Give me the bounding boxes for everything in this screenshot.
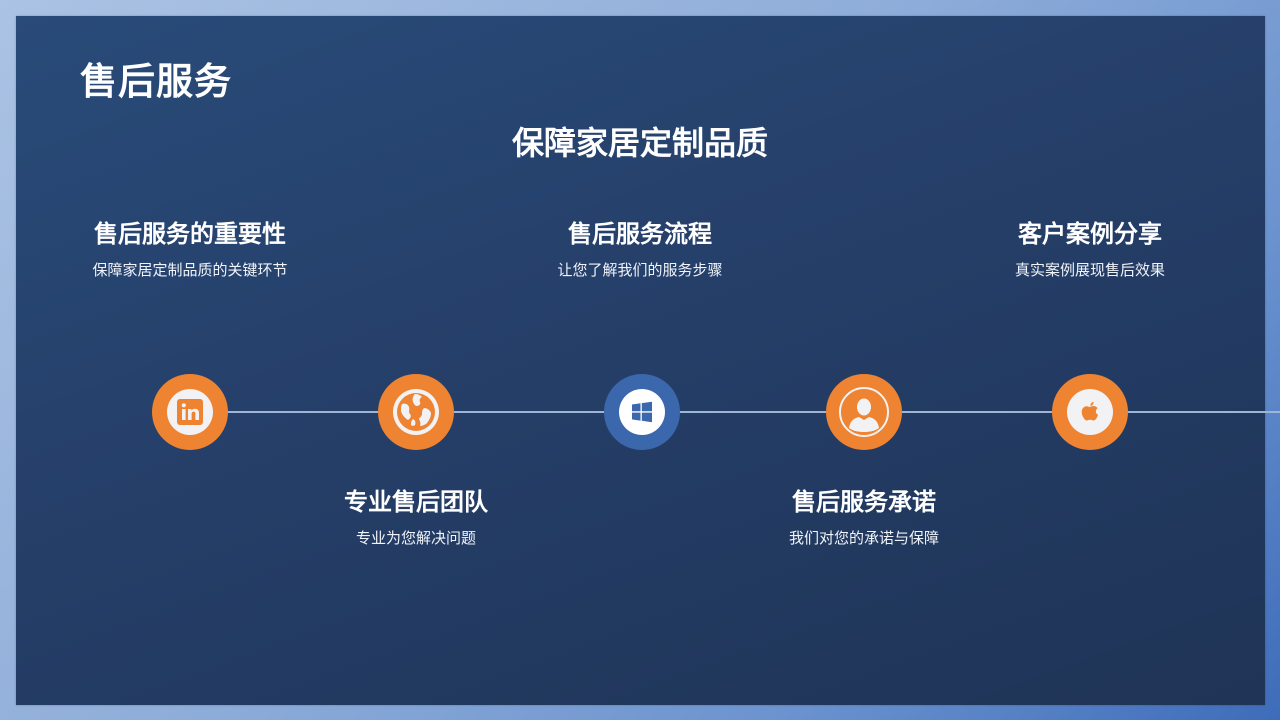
- user-icon: [839, 387, 889, 437]
- globe-icon: [393, 389, 439, 435]
- timeline-node-5: [1052, 374, 1128, 450]
- linkedin-icon: [167, 389, 213, 435]
- step-description: 真实案例展现售后效果: [1014, 262, 1165, 279]
- timeline-node-4: [826, 374, 902, 450]
- timeline-node-1: [152, 374, 228, 450]
- timeline-step-3: 售后服务流程 让您了解我们的服务步骤: [490, 219, 790, 281]
- timeline-node-2: [378, 374, 454, 450]
- apple-icon: [1067, 389, 1113, 435]
- slide-subtitle: 保障家居定制品质: [511, 125, 768, 161]
- step-description: 专业为您解决问题: [355, 530, 476, 547]
- step-title: 售后服务流程: [568, 221, 712, 248]
- step-title: 专业售后团队: [344, 489, 488, 516]
- step-description: 我们对您的承诺与保障: [788, 530, 939, 547]
- timeline-step-5: 客户案例分享 真实案例展现售后效果: [940, 219, 1240, 281]
- step-title: 客户案例分享: [1018, 221, 1162, 248]
- windows-icon: [619, 389, 665, 435]
- timeline-node-3: [604, 374, 680, 450]
- timeline-step-2: 专业售后团队 专业为您解决问题: [266, 487, 566, 549]
- step-description: 保障家居定制品质的关键环节: [92, 262, 288, 279]
- timeline-step-4: 售后服务承诺 我们对您的承诺与保障: [714, 487, 1014, 549]
- page-title: 售后服务: [80, 61, 232, 102]
- timeline-step-1: 售后服务的重要性 保障家居定制品质的关键环节: [40, 219, 340, 281]
- step-title: 售后服务承诺: [792, 489, 936, 516]
- timeline-line: [190, 411, 1280, 413]
- step-description: 让您了解我们的服务步骤: [557, 262, 723, 279]
- step-title: 售后服务的重要性: [94, 221, 286, 248]
- slide-panel: [16, 16, 1265, 705]
